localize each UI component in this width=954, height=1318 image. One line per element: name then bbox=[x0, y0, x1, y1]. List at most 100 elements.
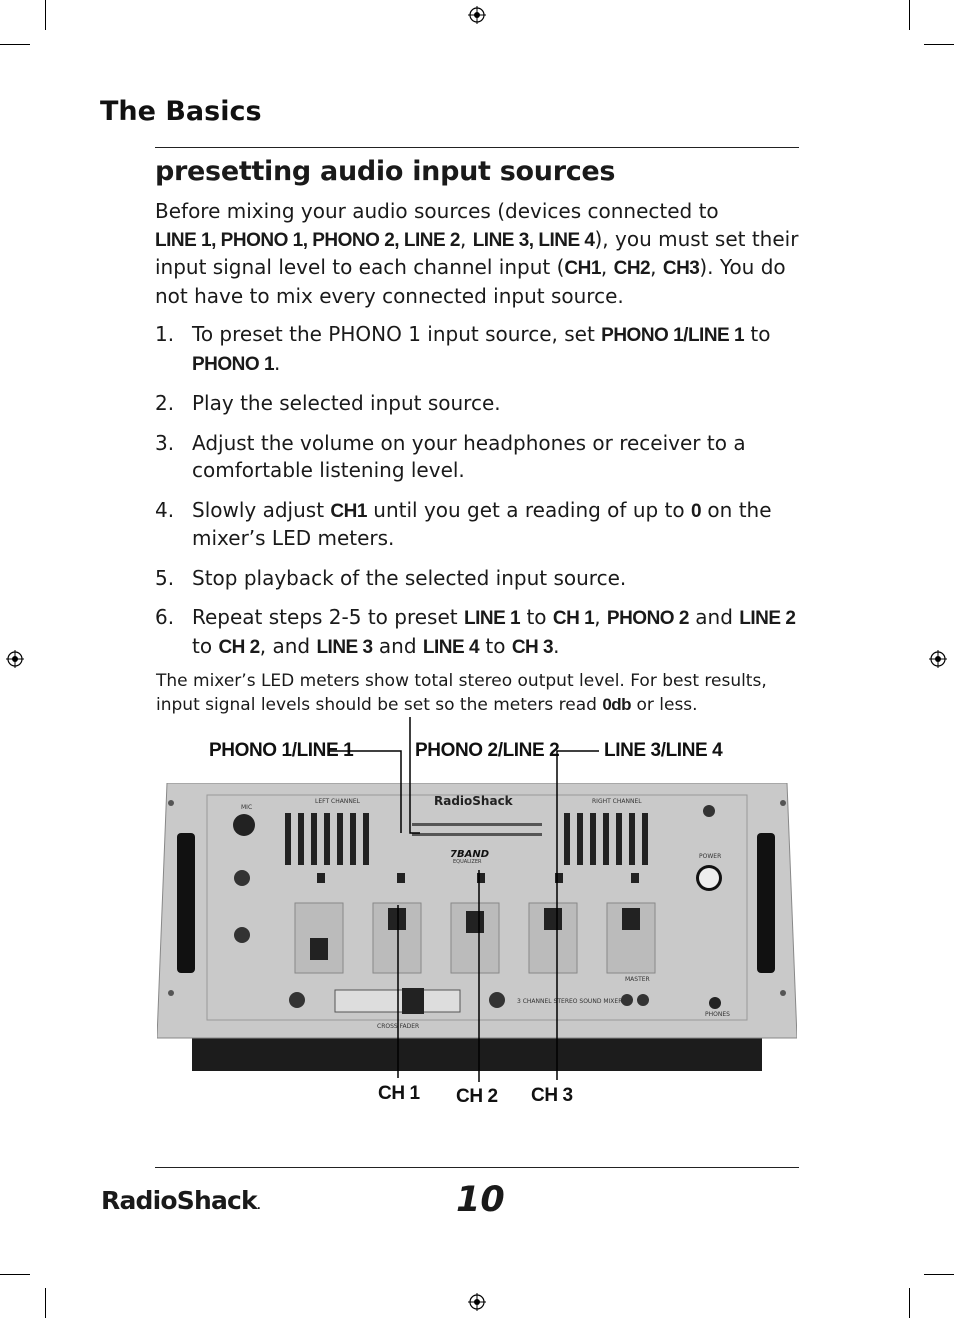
step-bold: PHONO 1/LINE 1 bbox=[601, 325, 745, 346]
intro-text: ), you must set their input signal level… bbox=[155, 226, 799, 280]
bass-knob-icon bbox=[234, 927, 250, 943]
step-text: To preset the PHONO 1 input source, set bbox=[192, 322, 602, 346]
step-text: , bbox=[594, 605, 607, 629]
phones-label: PHONES bbox=[705, 1011, 730, 1018]
step-text: to bbox=[479, 633, 512, 658]
page-heading: presetting audio input sources bbox=[155, 156, 616, 187]
crop-mark bbox=[909, 1288, 910, 1318]
callout-phono1-line1: PHONO 1/LINE 1 bbox=[209, 740, 354, 761]
step-text: . bbox=[274, 350, 281, 375]
step-bold: 0 bbox=[690, 500, 702, 522]
step-number: 6. bbox=[155, 605, 175, 629]
channel-faders bbox=[294, 902, 656, 974]
step-text: and bbox=[688, 605, 740, 629]
intro-text: ). You do not have to mix every connecte… bbox=[155, 255, 786, 308]
registration-mark-icon bbox=[929, 650, 947, 668]
step-number: 3. bbox=[155, 430, 175, 455]
page-number: 10 bbox=[456, 1180, 505, 1220]
right-handle bbox=[757, 833, 775, 973]
eq-sub: EQUALIZER bbox=[453, 859, 482, 865]
step-text: to bbox=[744, 322, 771, 346]
logo-dot: . bbox=[256, 1201, 261, 1212]
registration-mark-icon bbox=[468, 6, 486, 24]
intro-text: , bbox=[459, 226, 467, 251]
step-bold: LINE 3 bbox=[316, 636, 373, 658]
step-text: Slowly adjust bbox=[192, 497, 331, 522]
step-text: Repeat steps 2-5 to preset bbox=[192, 605, 464, 629]
intro-text: , bbox=[650, 255, 663, 279]
step-bold: CH 3 bbox=[511, 636, 554, 658]
intro-bold: LINE 3, LINE 4 bbox=[472, 229, 595, 251]
callout-line3-line4: LINE 3/LINE 4 bbox=[604, 740, 723, 761]
step-bold: LINE 1 bbox=[463, 608, 521, 629]
step-text: on the mixer’s LED meters. bbox=[192, 497, 772, 551]
step-number: 4. bbox=[155, 497, 175, 522]
section-title: The Basics bbox=[100, 96, 262, 127]
list-item: 3. Adjust the volume on your headphones o… bbox=[155, 430, 800, 485]
step-number: 5. bbox=[155, 565, 175, 590]
step-bold: CH 2 bbox=[218, 636, 260, 658]
list-item: 6. Repeat steps 2-5 to preset LINE 1 to C… bbox=[155, 604, 800, 661]
crop-mark bbox=[45, 1288, 46, 1318]
intro-paragraph: Before mixing your audio sources (device… bbox=[155, 198, 800, 310]
footer-divider bbox=[155, 1167, 799, 1168]
treble-knob-icon bbox=[234, 870, 250, 886]
assign-b-knob-icon bbox=[489, 992, 505, 1008]
step-text: to bbox=[520, 605, 553, 629]
crop-mark bbox=[0, 1274, 30, 1275]
intro-bold: CH1 bbox=[564, 258, 601, 279]
left-handle bbox=[177, 833, 195, 973]
steps-list: 1. To preset the PHONO 1 input source, se… bbox=[155, 321, 800, 673]
step-text: and bbox=[372, 633, 423, 658]
step-text: . bbox=[553, 633, 560, 658]
list-item: 5. Stop playback of the selected input so… bbox=[155, 565, 800, 593]
list-item: 4.Slowly adjust CH1 until you get a read… bbox=[155, 497, 800, 553]
note-text: The mixer’s LED meters show total stereo… bbox=[156, 671, 767, 715]
mixer-base bbox=[192, 1033, 762, 1071]
assign-a-knob-icon bbox=[289, 992, 305, 1008]
note-text: or less. bbox=[631, 695, 698, 715]
step-text: Stop playback of the selected input sour… bbox=[192, 565, 627, 590]
step-number: 2. bbox=[155, 391, 175, 415]
intro-text: , bbox=[600, 255, 614, 279]
left-channel-label: LEFT CHANNEL bbox=[315, 798, 361, 805]
mixer-illustration: MIC LEFT CHANNEL RIGHT CHANNEL RadioShac… bbox=[157, 783, 797, 1071]
step-bold: LINE 4 bbox=[422, 636, 480, 658]
step-bold: PHONO 2 bbox=[606, 608, 690, 629]
step-bold: PHONO 1 bbox=[192, 353, 275, 375]
crop-mark bbox=[924, 1274, 954, 1275]
note-paragraph: The mixer’s LED meters show total stereo… bbox=[156, 669, 806, 717]
right-eq: RIGHT CHANNEL bbox=[564, 798, 648, 865]
step-text: Adjust the volume on your headphones or … bbox=[192, 430, 746, 483]
intro-text: Before mixing your audio sources (device… bbox=[155, 199, 719, 223]
registration-mark-icon bbox=[468, 1293, 486, 1311]
model-text: 3 CHANNEL STEREO SOUND MIXER bbox=[517, 998, 622, 1005]
callout-phono2-line2: PHONO 2/LINE 2 bbox=[415, 740, 560, 761]
step-bold: LINE 2 bbox=[739, 608, 796, 629]
crop-mark bbox=[45, 0, 46, 30]
registration-mark-icon bbox=[6, 650, 24, 668]
power-label: POWER bbox=[699, 853, 721, 860]
callout-ch2: CH 2 bbox=[456, 1086, 498, 1107]
note-bold: 0db bbox=[602, 695, 632, 714]
intro-bold: CH2 bbox=[613, 258, 651, 279]
led-meters bbox=[412, 823, 542, 836]
mic-jack-icon bbox=[233, 814, 255, 836]
intro-bold: CH3 bbox=[662, 258, 700, 279]
step-number: 1. bbox=[155, 322, 175, 346]
list-item: 2. Play the selected input source. bbox=[155, 390, 800, 418]
callout-ch3: CH 3 bbox=[531, 1085, 573, 1106]
mic-label: MIC bbox=[241, 804, 252, 811]
step-text: Play the selected input source. bbox=[192, 391, 501, 415]
list-item: 1. To preset the PHONO 1 input source, se… bbox=[155, 321, 800, 378]
step-text: until you get a reading of up to bbox=[366, 497, 691, 522]
eq-badge: 7BAND bbox=[450, 849, 489, 860]
phones-jack-icon bbox=[709, 997, 721, 1009]
mixer-brand: RadioShack bbox=[434, 794, 514, 808]
crop-mark bbox=[0, 44, 30, 45]
step-text: , and bbox=[259, 633, 317, 658]
step-text: to bbox=[192, 633, 219, 658]
right-channel-label: RIGHT CHANNEL bbox=[592, 798, 642, 805]
callout-ch1: CH 1 bbox=[378, 1083, 420, 1104]
